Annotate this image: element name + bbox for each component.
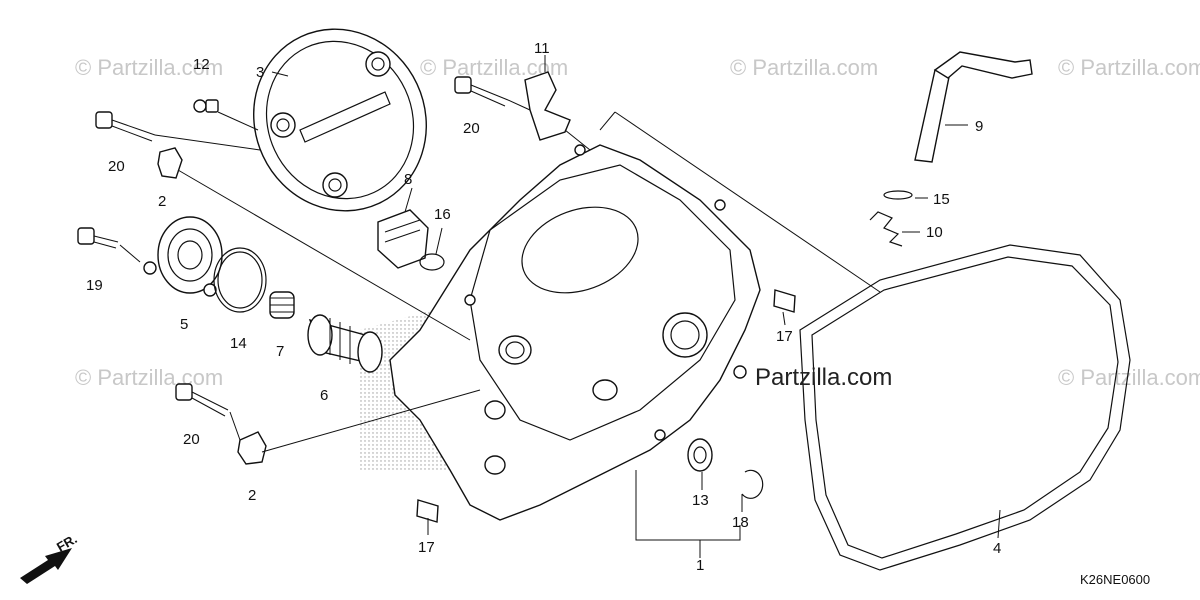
part-15-clip: [883, 190, 913, 200]
callout-6: 6: [320, 387, 328, 404]
callout-12: 12: [193, 56, 210, 73]
part-17-dowel: [773, 289, 796, 313]
part-20-bolt: [175, 383, 229, 417]
callout-19: 19: [86, 277, 103, 294]
part-11-bracket: [524, 71, 571, 141]
part-12-bolt: [193, 99, 219, 113]
callout-18: 18: [732, 514, 749, 531]
callout-20: 20: [108, 158, 125, 175]
callout-11: 11: [534, 40, 550, 57]
callout-14: 14: [230, 335, 247, 352]
part-9-rod: [914, 51, 1033, 163]
callout-labels: 1 2 2 3 4 5 6 7 8 9 10 11 12 13 14 15 16…: [86, 40, 1001, 574]
watermark-text: © Partzilla.com: [75, 365, 223, 390]
watermark-main: Partzilla.com: [755, 364, 892, 391]
part-14-o-ring-inner: [217, 251, 263, 309]
part-4-gasket: [799, 244, 1131, 571]
callout-17: 17: [776, 328, 793, 345]
watermark-text: © Partzilla.com: [75, 55, 223, 80]
part-20-bolt: [95, 111, 156, 142]
watermark-text: © Partzilla.com: [1058, 55, 1200, 80]
callout-2: 2: [248, 487, 256, 504]
part-14-o-ring: [213, 247, 267, 313]
part-5-filter-cap: [143, 216, 223, 297]
part-20-bolt: [454, 76, 509, 107]
part-3-cover: [253, 28, 427, 212]
callout-15: 15: [933, 191, 950, 208]
part-6-oil-filter: [307, 314, 383, 373]
part-7-spring: [269, 291, 295, 319]
callout-9: 9: [975, 118, 983, 135]
watermark-text: © Partzilla.com: [730, 55, 878, 80]
part-10-spring: [869, 211, 903, 247]
part-13-seal-inner: [693, 446, 707, 464]
part-19-bolt: [77, 227, 119, 249]
part-8-plug: [377, 209, 429, 269]
diagram-code: K26NE0600: [1080, 572, 1150, 587]
callout-17: 17: [418, 539, 435, 556]
callout-4: 4: [993, 540, 1001, 557]
part-17-dowel: [416, 499, 439, 523]
part-16-o-ring: [419, 253, 445, 271]
callout-10: 10: [926, 224, 943, 241]
callout-13: 13: [692, 492, 709, 509]
callout-7: 7: [276, 343, 284, 360]
callout-1: 1: [696, 557, 704, 574]
callout-3: 3: [256, 64, 264, 81]
callout-20: 20: [463, 120, 480, 137]
part-1-crankcase-cover: [389, 144, 761, 521]
watermark-layer: © Partzilla.com © Partzilla.com © Partzi…: [75, 55, 1200, 390]
part-18-clip: [741, 469, 764, 499]
callout-2: 2: [158, 193, 166, 210]
part-2-clamp: [157, 147, 183, 179]
callout-8: 8: [404, 171, 412, 188]
part-13-seal: [687, 438, 713, 472]
callout-20: 20: [183, 431, 200, 448]
direction-label: FR.: [54, 531, 80, 554]
callout-16: 16: [434, 206, 451, 223]
callout-5: 5: [180, 316, 188, 333]
part-2-clamp: [237, 431, 267, 465]
front-direction-arrow: FR.: [20, 531, 80, 584]
leader-lines: [119, 55, 1001, 558]
